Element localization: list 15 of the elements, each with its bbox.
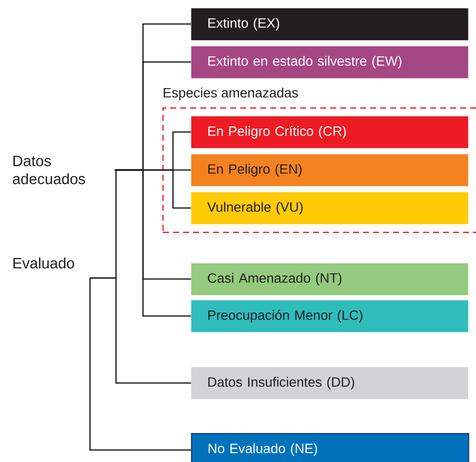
branch-label: Evaluado	[13, 257, 74, 268]
connector-line	[90, 277, 191, 384]
branch-label: Datos adecuados	[12, 156, 86, 184]
category-box: Vulnerable (VU)	[191, 192, 468, 224]
connector-line	[89, 278, 191, 451]
category-box: En Peligro Crítico (CR)	[191, 116, 468, 148]
category-box: Preocupación Menor (LC)	[191, 300, 468, 332]
category-box: Datos Insuficientes (DD)	[191, 367, 468, 400]
connector-line	[116, 169, 191, 317]
category-box: En Peligro (EN)	[191, 154, 468, 186]
category-box: Extinto (EX)	[191, 8, 468, 40]
category-box: Extinto en estado silvestre (EW)	[191, 46, 468, 78]
category-box: No Evaluado (NE)	[191, 432, 470, 462]
node-label: Especies amenazadas	[164, 88, 298, 100]
category-box: Casi Amenazado (NT)	[191, 263, 468, 296]
